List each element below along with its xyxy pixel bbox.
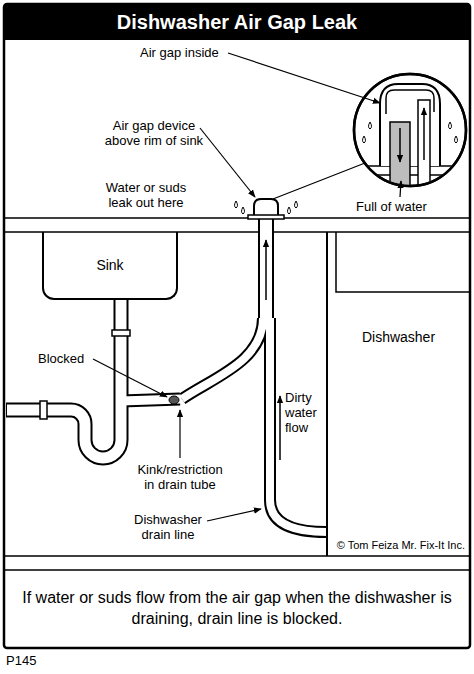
water-drop [288, 207, 291, 214]
drain-tube-bore [182, 318, 263, 399]
sink-box: Sink [42, 232, 178, 300]
callout-label: Full of water [356, 199, 427, 214]
countertop [4, 218, 470, 232]
water-drop [235, 201, 238, 208]
leader-line [207, 509, 261, 521]
water-drop [449, 122, 452, 129]
leader-line [228, 53, 380, 103]
water-drop [369, 122, 372, 129]
air-gap-flange [248, 215, 284, 219]
pipe-bores [7, 205, 327, 532]
blockage [169, 396, 179, 404]
callout-pointer [273, 163, 365, 199]
cutaway-outlet-full [390, 122, 410, 192]
trap-coupling [40, 401, 47, 419]
frame [4, 4, 470, 648]
floor [4, 556, 470, 570]
callout-label: Dishwasher drain line [128, 512, 208, 542]
copyright-note: © Tom Feiza Mr. Fix-It Inc. [337, 538, 465, 553]
callout-label: Kink/restriction in drain tube [134, 462, 226, 492]
title-bar: Dishwasher Air Gap Leak [4, 4, 470, 40]
leader-line [93, 359, 167, 397]
flow-arrow [279, 396, 281, 460]
node-label: Sink [96, 257, 123, 274]
leader-line [400, 181, 401, 197]
dishwasher-box: Dishwasher [326, 232, 469, 556]
pipe-walls [6, 205, 326, 532]
drain-tube [182, 318, 263, 399]
sink-drain-trap-bore [7, 297, 121, 458]
figure-number: P145 [6, 653, 36, 668]
caption-text: If water or suds flow from the air gap w… [14, 587, 460, 629]
air-gap-riser [258, 205, 274, 322]
air-gap-riser-bore [260, 205, 272, 322]
dishwasher-drain-line-bore [270, 318, 327, 532]
dishwasher-door-edge [336, 232, 469, 292]
cutaway-hood [386, 90, 434, 114]
callout-label: Blocked [38, 351, 84, 366]
water-drop [363, 136, 366, 143]
water-drops [235, 201, 298, 214]
flow-arrow [265, 240, 267, 300]
water-drop [242, 207, 245, 214]
flow-arrow [399, 128, 401, 162]
air-gap-cutaway [350, 84, 470, 192]
sink-drain-trap [6, 299, 121, 458]
node-label: Dishwasher [362, 329, 435, 346]
leader-line [200, 128, 255, 197]
dishwasher-drain-line [270, 318, 326, 532]
callout-label: Air gap device above rim of sink [100, 118, 208, 148]
water-drop [455, 136, 458, 143]
leader-line [179, 410, 180, 458]
water-drops [363, 122, 458, 143]
leak-note: Water or suds leak out here [100, 180, 192, 210]
slip-nut [112, 330, 130, 336]
water-drop [295, 201, 298, 208]
leader-lines [93, 53, 401, 521]
cutaway-inlet [418, 100, 430, 192]
background [4, 4, 470, 648]
callout-label: Air gap inside [140, 45, 219, 60]
flow-label: Dirty water flow [285, 390, 317, 435]
title-text: Dishwasher Air Gap Leak [117, 11, 357, 34]
flow-arrow [423, 108, 425, 160]
callout-circle-rim [354, 74, 466, 186]
